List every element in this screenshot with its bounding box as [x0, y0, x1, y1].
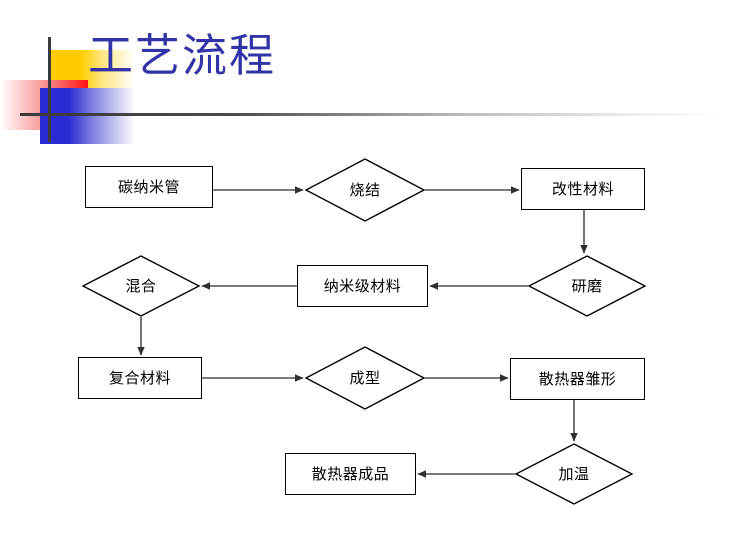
- flow-node-label: 复合材料: [108, 368, 171, 387]
- flow-node-label: 成型: [349, 368, 381, 387]
- flow-node-heatsink-prototype[interactable]: 散热器雏形: [510, 358, 645, 400]
- flow-node-grinding[interactable]: 研磨: [528, 255, 646, 317]
- diamond-shape: [528, 255, 646, 317]
- decoration-vertical-rule: [48, 37, 51, 142]
- flow-node-label: 改性材料: [551, 179, 614, 198]
- flow-node-modified-material[interactable]: 改性材料: [521, 168, 645, 210]
- flow-node-heatsink-product[interactable]: 散热器成品: [285, 453, 416, 495]
- flow-node-sintering[interactable]: 烧结: [305, 158, 425, 222]
- flow-node-label: 加温: [558, 464, 590, 483]
- flow-node-nano-material[interactable]: 纳米级材料: [297, 265, 428, 307]
- decoration-horizontal-rule: [20, 113, 725, 116]
- page-title: 工艺流程: [88, 29, 277, 82]
- decoration-blue-square: [40, 88, 135, 144]
- flow-node-composite-material[interactable]: 复合材料: [78, 357, 202, 399]
- diamond-shape: [305, 346, 425, 410]
- flow-node-label: 混合: [125, 276, 157, 295]
- diamond-shape: [305, 158, 425, 222]
- flow-node-heating[interactable]: 加温: [515, 443, 633, 505]
- flow-node-label: 研磨: [571, 276, 603, 295]
- flow-node-label: 散热器雏形: [538, 369, 617, 388]
- diamond-shape: [515, 443, 633, 505]
- flow-node-mixing[interactable]: 混合: [82, 255, 200, 317]
- flow-node-label: 碳纳米管: [117, 177, 180, 196]
- flow-node-label: 散热器成品: [311, 464, 390, 483]
- flow-node-label: 纳米级材料: [323, 276, 402, 295]
- flow-node-label: 烧结: [349, 180, 381, 199]
- flow-node-carbon-nanotube[interactable]: 碳纳米管: [85, 166, 213, 208]
- flow-node-forming[interactable]: 成型: [305, 346, 425, 410]
- diamond-shape: [82, 255, 200, 317]
